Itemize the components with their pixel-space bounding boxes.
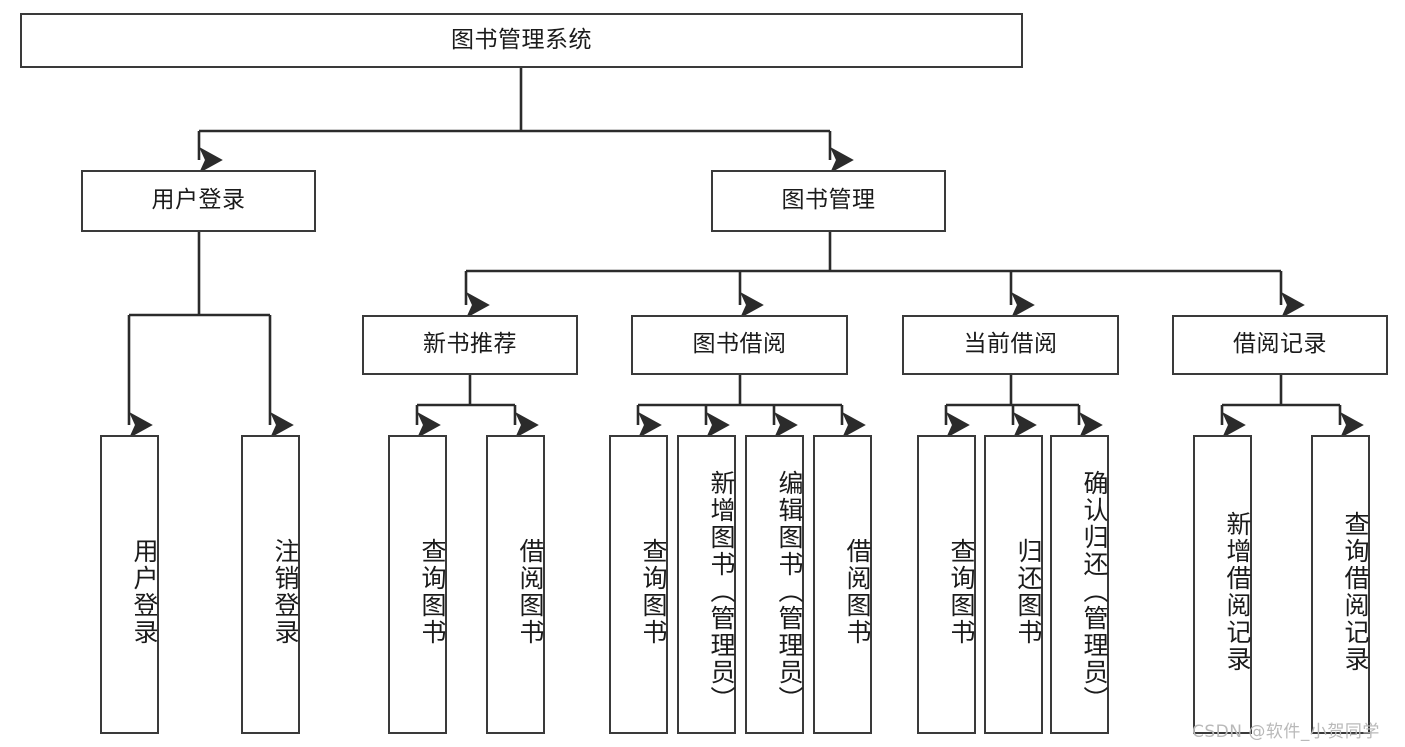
node-label: 图书管理 <box>781 187 876 214</box>
node-label: 归还图书 <box>1014 537 1043 646</box>
leaf-confirm-return-admin[interactable]: 确认归还（管理员） <box>1050 435 1109 734</box>
node-label: 当前借阅 <box>963 331 1058 358</box>
node-label: 借阅图书 <box>843 537 872 646</box>
node-borrow-record[interactable]: 借阅记录 <box>1172 315 1388 375</box>
node-label: 确认归还（管理员） <box>1080 470 1109 713</box>
node-label: 查询图书 <box>947 537 976 646</box>
node-label: 注销登录 <box>271 537 300 646</box>
leaf-add-borrow-record[interactable]: 新增借阅记录 <box>1193 435 1252 734</box>
leaf-borrow-book-1[interactable]: 借阅图书 <box>486 435 545 734</box>
node-label: 借阅记录 <box>1233 331 1327 358</box>
leaf-borrow-book-2[interactable]: 借阅图书 <box>813 435 872 734</box>
node-label: 查询图书 <box>639 537 668 646</box>
node-current-borrow[interactable]: 当前借阅 <box>902 315 1119 375</box>
node-label: 查询图书 <box>418 537 447 646</box>
node-label: 用户登录 <box>151 187 246 214</box>
leaf-query-borrow-record[interactable]: 查询借阅记录 <box>1311 435 1370 734</box>
leaf-add-book-admin[interactable]: 新增图书（管理员） <box>677 435 736 734</box>
node-label: 借阅图书 <box>516 537 545 646</box>
node-label: 新书推荐 <box>423 331 517 358</box>
node-book-borrow[interactable]: 图书借阅 <box>631 315 848 375</box>
leaf-query-book-2[interactable]: 查询图书 <box>609 435 668 734</box>
node-root-book-management-system[interactable]: 图书管理系统 <box>20 13 1023 68</box>
leaf-query-book-3[interactable]: 查询图书 <box>917 435 976 734</box>
node-label: 新增借阅记录 <box>1223 510 1252 673</box>
csdn-watermark: CSDN @软件_小贺同学 <box>1192 722 1380 742</box>
node-label: 编辑图书（管理员） <box>775 470 804 713</box>
node-label: 新增图书（管理员） <box>707 470 736 713</box>
leaf-query-book-1[interactable]: 查询图书 <box>388 435 447 734</box>
node-label: 用户登录 <box>130 537 159 646</box>
node-user-login[interactable]: 用户登录 <box>81 170 316 232</box>
leaf-return-book[interactable]: 归还图书 <box>984 435 1043 734</box>
node-book-manage[interactable]: 图书管理 <box>711 170 946 232</box>
leaf-edit-book-admin[interactable]: 编辑图书（管理员） <box>745 435 804 734</box>
node-label: 查询借阅记录 <box>1341 510 1370 673</box>
node-label: 图书借阅 <box>692 331 787 358</box>
leaf-logout-login[interactable]: 注销登录 <box>241 435 300 734</box>
leaf-user-login[interactable]: 用户登录 <box>100 435 159 734</box>
node-new-book-recommend[interactable]: 新书推荐 <box>362 315 578 375</box>
node-label: 图书管理系统 <box>451 26 592 53</box>
